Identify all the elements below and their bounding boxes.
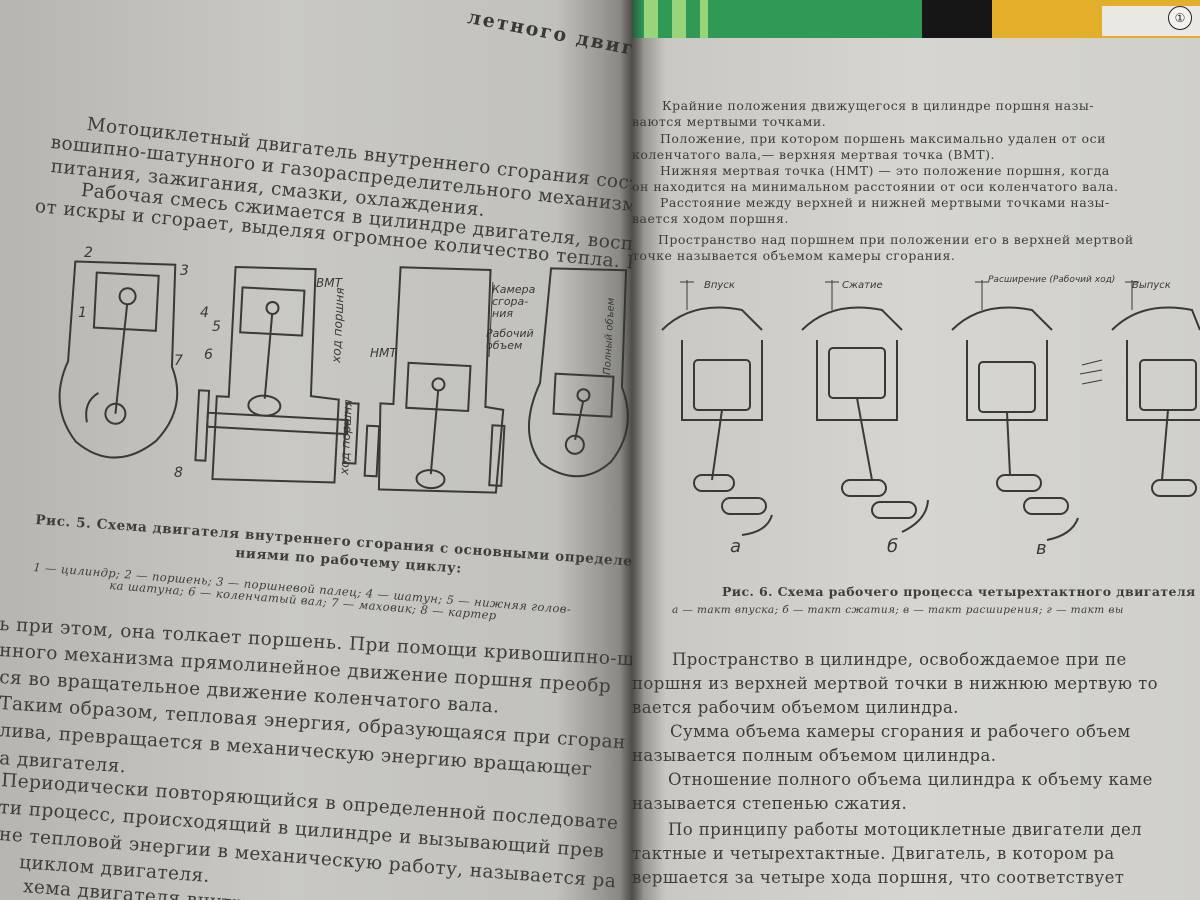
stroke-label: Расширение (Рабочий ход) (988, 275, 1115, 285)
paragraph-line: Сумма объема камеры сгорания и рабочего … (670, 722, 1131, 741)
engine-sketch-2 (194, 265, 360, 484)
label-stroke-lower: ход поршня (337, 399, 355, 476)
stage-letter: в (1036, 538, 1047, 559)
paragraph-line: вается ходом поршня. (632, 211, 789, 226)
label-bdc: НМТ (370, 346, 398, 360)
label-chamber-line2: сгора- (492, 295, 528, 308)
cover-black-block (922, 0, 992, 40)
paragraph-line: Положение, при котором поршень максималь… (660, 131, 1106, 146)
stroke-label: Выпуск (1132, 280, 1171, 291)
paragraph-line: точке называется объемом камеры сгорания… (632, 248, 956, 263)
book-gutter-shadow (620, 0, 644, 900)
paragraph-line: поршня из верхней мертвой точки в нижнюю… (632, 674, 1158, 693)
paragraph-line: Нижняя мертвая точка (НМТ) — это положен… (660, 163, 1110, 178)
stage-letter: а (730, 536, 741, 557)
stroke-label: Сжатие (842, 280, 883, 291)
cover-stripe (700, 0, 708, 40)
cover-badge: ① (1168, 6, 1192, 30)
cover-stripe (672, 0, 686, 40)
paragraph-line: называется полным объемом цилиндра. (632, 746, 997, 765)
part-number: 2 (84, 245, 93, 261)
paragraph-line: Пространство в цилиндре, освобождаемое п… (672, 650, 1127, 669)
paragraph-line: Пространство над поршнем при положении е… (658, 232, 1134, 247)
label-working-volume-line1: Рабочий (486, 327, 534, 340)
cycle-stage-power (951, 280, 1079, 541)
label-tdc: ВМТ (316, 276, 344, 290)
part-number: 4 (200, 305, 209, 321)
paragraph-line: По принципу работы мотоциклетные двигате… (668, 820, 1143, 839)
right-page: Крайние положения движущегося в цилиндре… (632, 38, 1200, 900)
paragraph-line: вершается за четыре хода поршня, что соо… (632, 868, 1125, 887)
paragraph-line: он находится на минимальном расстоянии о… (632, 179, 1119, 194)
label-working-volume-line2: объем (486, 339, 522, 352)
label-stroke: ход поршня (329, 287, 347, 364)
figure-6-legend: а — такт впуска; б — такт сжатия; в — та… (672, 604, 1124, 616)
part-number: 6 (204, 347, 213, 363)
cycle-stage-exhaust (1079, 280, 1200, 497)
label-full-volume: Полный объем (601, 297, 617, 375)
paragraph-line: Отношение полного объема цилиндра к объе… (668, 770, 1153, 789)
cycle-stage-compression (801, 280, 929, 533)
paragraph-line: Расстояние между верхней и нижней мертвы… (660, 195, 1110, 210)
part-number: 3 (180, 263, 189, 279)
stage-letter: б (887, 536, 898, 557)
left-page: летного двиг Мотоциклетный двигатель вну… (0, 0, 632, 900)
paragraph-line: вается рабочим объемом цилиндра. (632, 698, 959, 717)
figure-6-four-stroke-diagram: Впуск Сжатие Расширение (Рабочий ход) Вы… (661, 275, 1200, 559)
part-number: 7 (174, 353, 183, 369)
paragraph-line: тактные и четырехтактные. Двигатель, в к… (632, 844, 1115, 863)
part-number: 5 (212, 319, 221, 335)
engine-sketch-4 (527, 267, 629, 478)
engine-sketch-3 (363, 266, 506, 494)
part-number: 1 (78, 305, 87, 321)
label-chamber-line3: ния (492, 307, 513, 320)
cover-stripe (644, 0, 658, 40)
stroke-label: Впуск (704, 280, 735, 291)
paragraph-line: называется степенью сжатия. (632, 794, 908, 813)
label-chamber-line1: Камера (492, 283, 536, 296)
part-number: 8 (174, 465, 183, 481)
cycle-stage-intake (661, 280, 773, 536)
paragraph-line: коленчатого вала,— верхняя мертвая точка… (632, 147, 995, 162)
book-cover-strip (632, 0, 1200, 40)
figure-6-caption: Рис. 6. Схема рабочего процесса четырехт… (722, 584, 1196, 599)
paragraph-line: Крайние положения движущегося в цилиндре… (662, 98, 1095, 113)
engine-sketch-1 (58, 260, 179, 459)
running-head: летного двиг (465, 6, 632, 61)
figure-5-engine-diagram: 1 2 3 4 5 6 7 8 ВМТ НМТ ход поршня ход п… (58, 245, 629, 494)
paragraph-line: ваются мертвыми точками. (632, 114, 827, 129)
